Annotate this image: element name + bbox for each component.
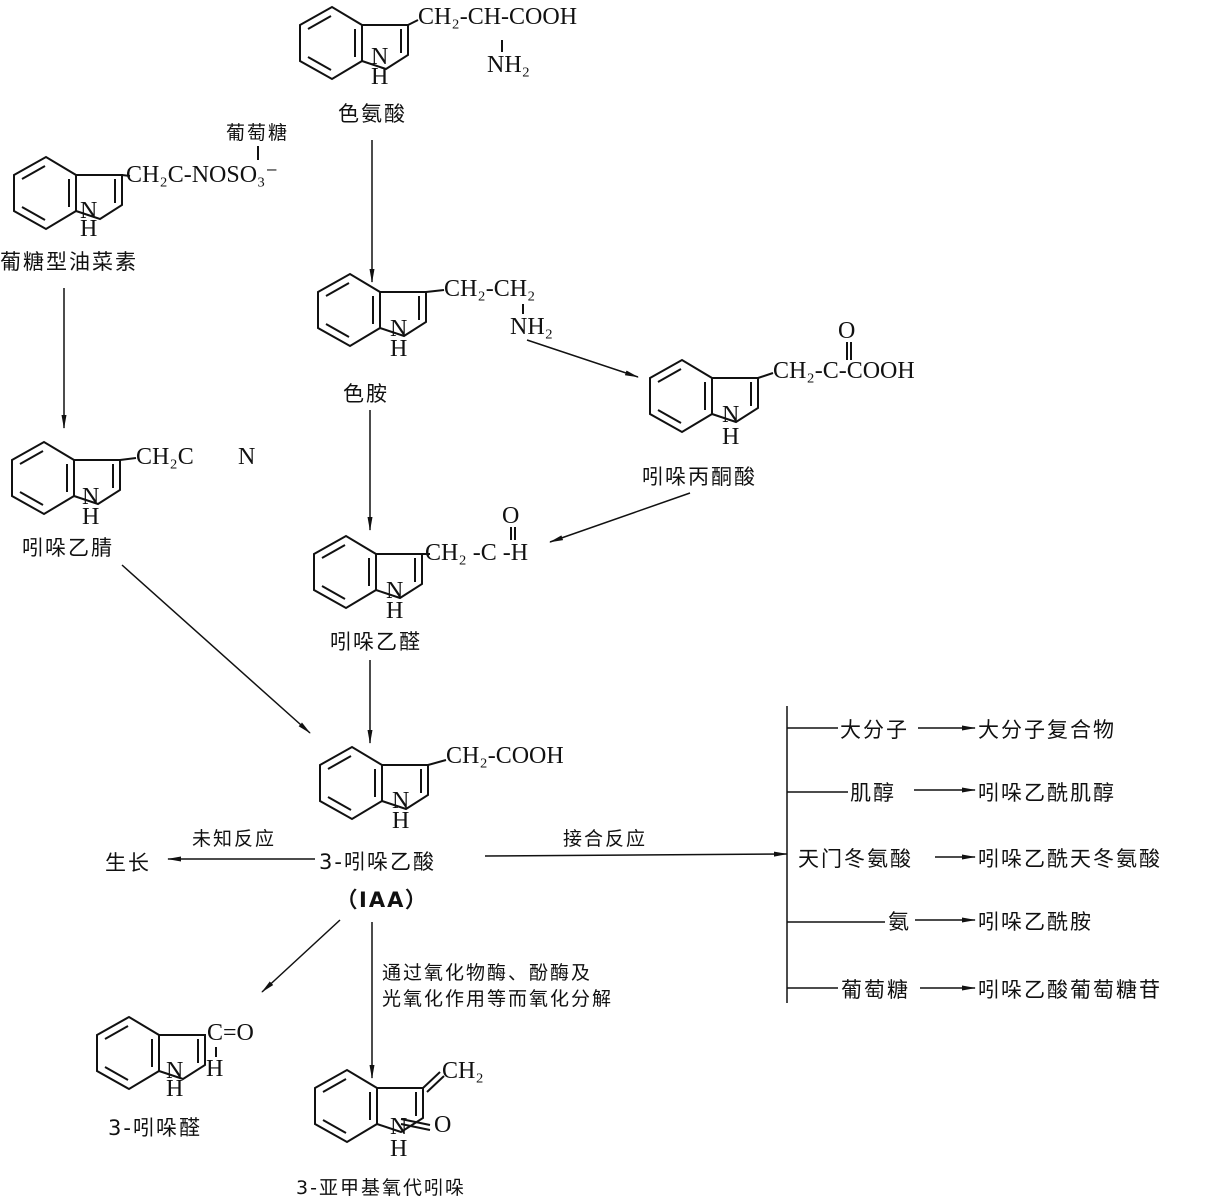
oxidation-note-line-2: 光氧化作用等而氧化分解 (382, 988, 614, 1010)
arrow-iaa-to-indole-aldehyde (261, 919, 341, 993)
tryptamine-n: N (390, 316, 408, 342)
tryptamine-h: H (390, 336, 408, 362)
arrow-pyruvic-to-aldehyde (549, 492, 691, 543)
nitrile-side-chain: CH₂C (136, 444, 194, 470)
indoleacetonitrile-ring (11, 441, 121, 515)
nitrile-label: 吲哚乙腈 (22, 536, 114, 560)
conjugate-product-ammonia: 吲哚乙酰胺 (978, 910, 1093, 934)
conjugate-partner-inositol: 肌醇 (850, 781, 896, 805)
aldehyde-h: H (386, 598, 404, 624)
unknown-reaction-label: 未知反应 (192, 828, 277, 850)
oxidation-note: 通过氧化物酶、酚酶及 光氧化作用等而氧化分解 (382, 960, 613, 1012)
conjugate-product-inositol: 吲哚乙酰肌醇 (978, 781, 1116, 805)
pyruvic-label: 吲哚丙酮酸 (642, 465, 757, 489)
iaa-n: N (392, 788, 410, 814)
conjugation-label: 接合反应 (563, 828, 648, 850)
indole-aldehyde-label: 3-吲哚醛 (108, 1116, 202, 1140)
tryptamine-ring (317, 273, 427, 347)
conjugate-product-aspartate: 吲哚乙酰天冬氨酸 (978, 847, 1162, 871)
oxindole-o: O (434, 1112, 452, 1138)
glucobrassicin-n: N (80, 198, 98, 224)
tryptophan-label: 色氨酸 (338, 102, 407, 126)
conjugate-product-glucose: 吲哚乙酸葡萄糖苷 (978, 978, 1162, 1002)
glucobrassicin-side-chain: CH₂C-NOSO₃⁻ (126, 162, 279, 188)
glucobrassicin-glucose: 葡萄糖 (226, 122, 290, 144)
indole-aldehyde-ch-h: H (206, 1056, 224, 1082)
aldehyde-side-chain: CH₂ -C -H (425, 540, 529, 566)
conjugate-partner-glucose: 葡萄糖 (841, 978, 910, 1002)
oxindole-label: 3-亚甲基氧代吲哚 (296, 1177, 466, 1199)
conjugate-partner-aspartate: 天门冬氨酸 (798, 847, 913, 871)
indole-aldehyde-ring (96, 1016, 206, 1090)
indolepyruvic-ring (649, 359, 759, 433)
tryptamine-nh2: NH₂ (510, 314, 554, 340)
conjugate-partner-macromolecule: 大分子 (840, 718, 909, 742)
tryptamine-side-chain: CH₂-CH₂ (444, 276, 536, 302)
tryptophan-ring (299, 6, 409, 80)
conjugate-partner-ammonia: 氨 (888, 910, 911, 934)
tryptophan-nh2: NH₂ (487, 52, 531, 78)
iaa-ring (319, 746, 429, 820)
arrows (61, 140, 976, 1079)
oxidation-note-line-1: 通过氧化物酶、酚酶及 (382, 962, 593, 984)
aldehyde-n: N (386, 578, 404, 604)
aldehyde-o: O (502, 503, 520, 529)
arrow-nitrile-to-iaa (121, 564, 311, 734)
glucobrassicin-h: H (80, 216, 98, 242)
nitrile-n: N (238, 444, 256, 470)
indole-aldehyde-group: C=O (207, 1020, 254, 1046)
tryptophan-n: N (371, 44, 389, 70)
iaa-side-chain: CH₂-COOH (446, 743, 564, 769)
indole-aldehyde-n: N (166, 1058, 184, 1084)
tryptophan-h: H (371, 64, 389, 90)
tryptamine-label: 色胺 (343, 382, 389, 406)
glucobrassicin-label: 葡糖型油菜素 (0, 250, 138, 274)
arrow-tryptamine-to-pyruvic (526, 339, 639, 378)
pyruvic-h: H (722, 424, 740, 450)
iaa-label: 3-吲哚乙酸 (319, 850, 436, 874)
nitrile-ring-h: H (82, 504, 100, 530)
growth-label: 生长 (105, 851, 151, 875)
arrow-iaa-to-conjugation (484, 851, 788, 857)
iaa-h: H (392, 808, 410, 834)
aldehyde-label: 吲哚乙醛 (330, 630, 422, 654)
nitrile-ring-n: N (82, 484, 100, 510)
indoleacetaldehyde-ring (313, 535, 423, 609)
pyruvic-side-chain: CH₂-C-COOH (773, 358, 915, 384)
oxindole-ch2: CH₂ (442, 1058, 484, 1084)
conjugate-product-macromolecule: 大分子复合物 (978, 718, 1116, 742)
glucobrassicin-ring (13, 156, 123, 230)
pyruvic-n: N (722, 402, 740, 428)
tryptophan-side-chain: CH₂-CH-COOH (418, 4, 578, 30)
iaa-abbr: （IAA） (336, 888, 429, 912)
indole-aldehyde-h: H (166, 1076, 184, 1102)
oxindole-n: N (390, 1114, 408, 1140)
pyruvic-o: O (838, 318, 856, 344)
oxindole-h: H (390, 1136, 408, 1162)
